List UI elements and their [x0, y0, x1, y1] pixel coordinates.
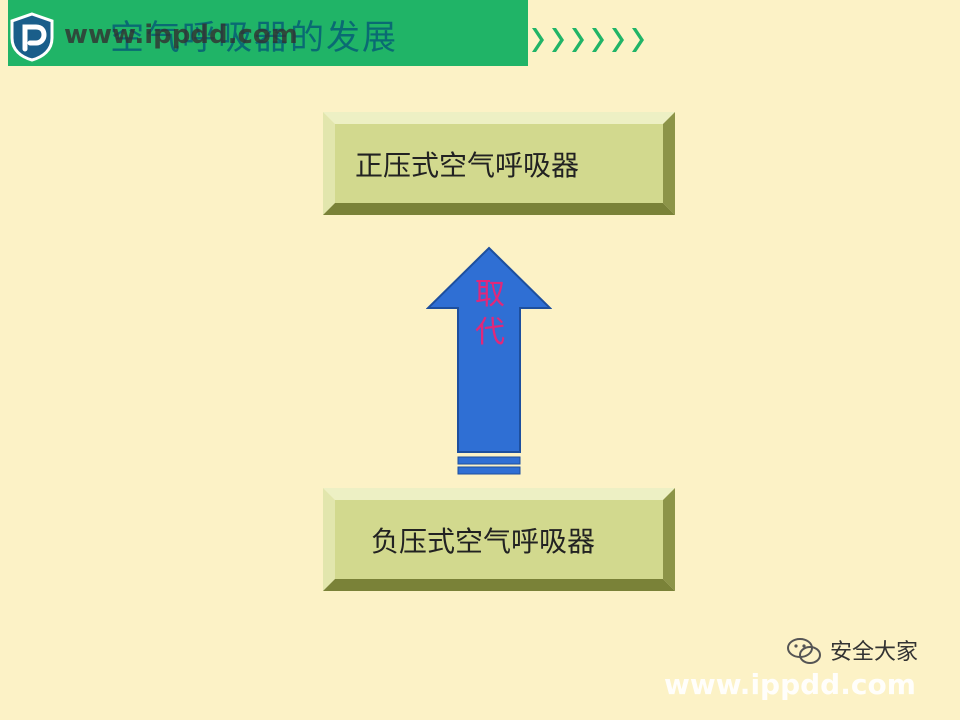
- chevron-right-icon: [572, 28, 584, 52]
- arrow-label: 取代: [470, 276, 510, 352]
- negative-pressure-box: 负压式空气呼吸器: [323, 488, 675, 591]
- wechat-icon: [787, 638, 821, 664]
- negative-pressure-label: 负压式空气呼吸器: [371, 524, 596, 558]
- slide-title: 空气呼吸器的发展: [110, 18, 398, 58]
- chevron-right-icon: [532, 28, 544, 52]
- shield-logo-icon: [10, 12, 54, 62]
- positive-pressure-label: 正压式空气呼吸器: [355, 148, 580, 182]
- watermark-top: www.ippdd.com: [64, 20, 298, 50]
- chevron-right-icon: [592, 28, 604, 52]
- chevron-right-icon: [632, 28, 644, 52]
- bevel-frame: [323, 488, 675, 591]
- chevron-right-icon: [552, 28, 564, 52]
- wechat-account-name: 安全大家: [830, 640, 919, 665]
- title-bar: [8, 0, 528, 66]
- arrow-label-char: 代: [475, 315, 505, 350]
- positive-pressure-box: 正压式空气呼吸器: [323, 112, 675, 215]
- arrow-label-char: 取: [475, 277, 505, 312]
- chevron-right-icon: [612, 28, 624, 52]
- watermark-bottom: www.ippdd.com: [664, 668, 916, 701]
- up-arrow: [426, 246, 552, 475]
- bevel-frame: [323, 112, 675, 215]
- chevron-decoration: [528, 22, 646, 58]
